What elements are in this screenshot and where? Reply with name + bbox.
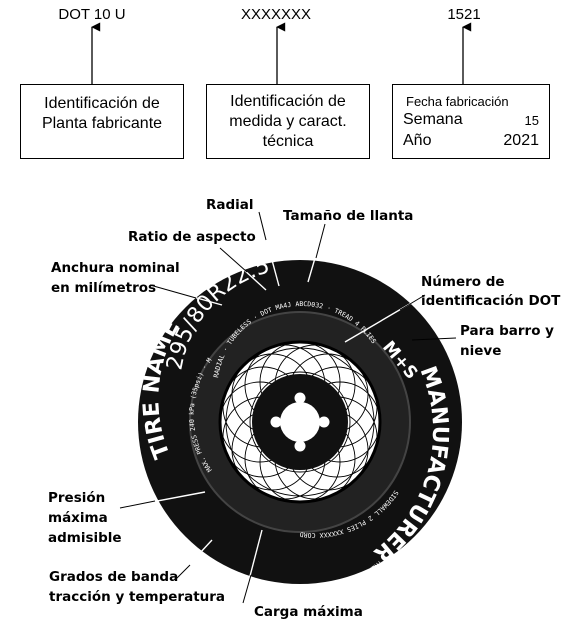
wheel-center xyxy=(280,402,320,442)
label-nominal-width-line2: en milímetros xyxy=(51,280,156,296)
lug-nut xyxy=(294,440,306,452)
radial-leader xyxy=(258,211,267,241)
size-code: XXXXXXX xyxy=(240,6,312,23)
label-mud-snow-line1: Para barro y xyxy=(460,323,554,339)
label-nominal-width-line1: Anchura nominal xyxy=(51,260,180,276)
mud-snow-leader xyxy=(411,337,457,341)
plant-identification-box: Identificación de Planta fabricante xyxy=(20,84,184,159)
dot-number-leader xyxy=(399,294,426,311)
label-grades-line1: Grados de banda xyxy=(49,569,178,585)
size-box-line3: técnica xyxy=(262,133,314,150)
pressure-leader xyxy=(119,500,156,509)
tire-illustration: 295/80R22.5 TIRE NAME MANUFACTURER M+S R… xyxy=(138,260,462,584)
plant-box-line1: Identificación de xyxy=(44,95,160,112)
lug-nut xyxy=(294,392,306,404)
date-box-title: Fecha fabricación xyxy=(406,94,509,109)
year-label: Año xyxy=(403,132,432,149)
nominal-width-leader xyxy=(149,284,197,299)
size-box-line2: medida y caract. xyxy=(229,113,347,130)
label-mud-snow-line2: nieve xyxy=(460,343,501,359)
week-label: Semana xyxy=(403,111,463,128)
date-code: 1521 xyxy=(447,6,481,23)
max-load-leader xyxy=(242,574,252,604)
week-value: 15 xyxy=(524,113,539,128)
label-aspect-ratio: Ratio de aspecto xyxy=(128,229,256,245)
size-identification-box: Identificación de medida y caract. técni… xyxy=(206,84,370,159)
label-grades-line2: tracción y temperatura xyxy=(49,589,225,605)
year-value: 2021 xyxy=(503,132,539,149)
label-dot-number-line1: Número de xyxy=(421,274,505,290)
label-max-load: Carga máxima xyxy=(254,604,363,620)
label-pressure-line3: admisible xyxy=(48,530,122,546)
grades-leader xyxy=(174,564,191,581)
label-pressure-line2: máxima xyxy=(48,510,108,526)
lug-nut xyxy=(270,416,282,428)
label-dot-number-line2: identificación DOT xyxy=(421,293,561,309)
label-pressure-line1: Presión xyxy=(48,490,105,506)
label-tire-size: Tamaño de llanta xyxy=(283,208,413,224)
lug-nut xyxy=(318,416,330,428)
aspect-ratio-leader xyxy=(219,247,248,273)
manufacture-date-box: Fecha fabricación Semana 15 Año 2021 xyxy=(392,84,550,159)
label-radial: Radial xyxy=(206,197,254,213)
plant-code: DOT 10 U xyxy=(58,6,126,23)
tire-size-leader xyxy=(315,223,326,259)
size-box-line1: Identificación de xyxy=(230,93,346,110)
plant-box-line2: Planta fabricante xyxy=(41,115,163,132)
